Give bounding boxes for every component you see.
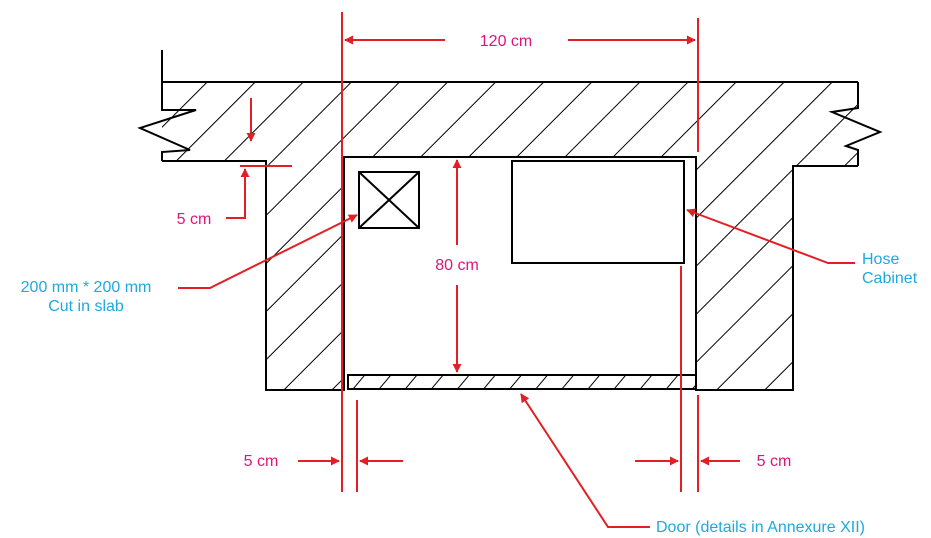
left-gap-label: 5 cm xyxy=(244,453,279,470)
slab-cut-symbol xyxy=(358,171,420,229)
slab-outline xyxy=(162,81,858,391)
width-dimension-label: 120 cm xyxy=(480,33,532,50)
slab-offset-arrow-up xyxy=(226,168,250,219)
door-leader xyxy=(520,393,650,528)
hose-cabinet-box xyxy=(511,160,685,264)
door-panel xyxy=(347,374,697,390)
left-break-line xyxy=(137,50,197,161)
cut-size-label: 200 mm * 200 mm xyxy=(21,279,152,296)
right-gap-label: 5 cm xyxy=(757,453,792,470)
right-break-line xyxy=(828,82,883,166)
door-label: Door (details in Annexure XII) xyxy=(656,519,865,536)
slab-offset-label: 5 cm xyxy=(177,211,212,228)
depth-dimension-label: 80 cm xyxy=(435,257,479,274)
cut-in-slab-leader xyxy=(178,214,358,289)
cut-description-label: Cut in slab xyxy=(48,298,124,315)
hose-cabinet-leader xyxy=(686,208,855,264)
hose-label-line2: Cabinet xyxy=(862,270,918,287)
hatched-slab-structure xyxy=(162,82,858,390)
hose-label-line1: Hose xyxy=(862,251,899,268)
